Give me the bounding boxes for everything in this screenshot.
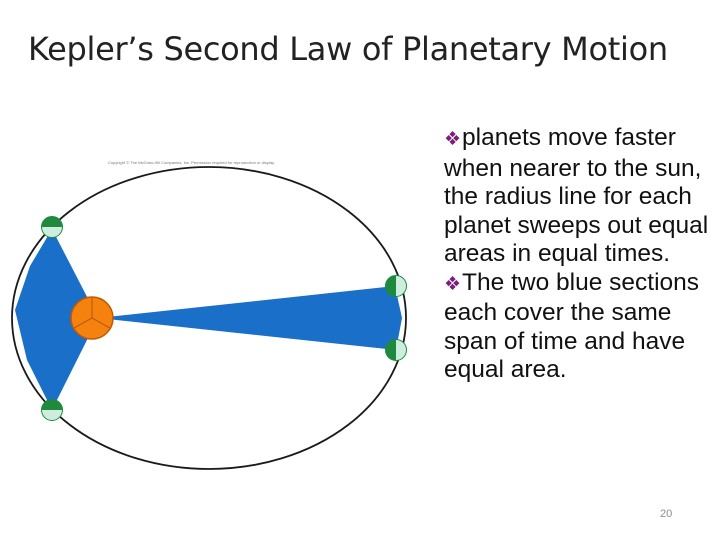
diamond-bullet-icon: ❖ (444, 273, 462, 295)
slide-title: Kepler’s Second Law of Planetary Motion (28, 30, 668, 68)
copyright-notice: Copyright © The McGraw-Hill Companies, I… (108, 160, 275, 165)
bullet-text: The two blue sections each cover the sam… (444, 268, 700, 384)
far-sun-swept-area (98, 286, 402, 350)
near-sun-swept-area (15, 229, 98, 410)
bullet-item: ❖The two blue sections each cover the sa… (444, 269, 720, 385)
bullet-list: ❖planets move faster when nearer to the … (444, 124, 720, 385)
bullet-text: planets move faster when nearer to the s… (444, 124, 709, 267)
kepler-orbit-diagram (11, 166, 407, 470)
planet-icon (41, 399, 63, 421)
diamond-bullet-icon: ❖ (444, 129, 462, 150)
orbit-ellipse (11, 166, 407, 470)
planet-icon (41, 216, 63, 238)
sun-icon (70, 296, 114, 340)
planet-icon (385, 339, 407, 361)
page-number: 20 (660, 508, 673, 520)
planet-icon (385, 275, 407, 297)
bullet-item: ❖planets move faster when nearer to the … (444, 124, 720, 269)
